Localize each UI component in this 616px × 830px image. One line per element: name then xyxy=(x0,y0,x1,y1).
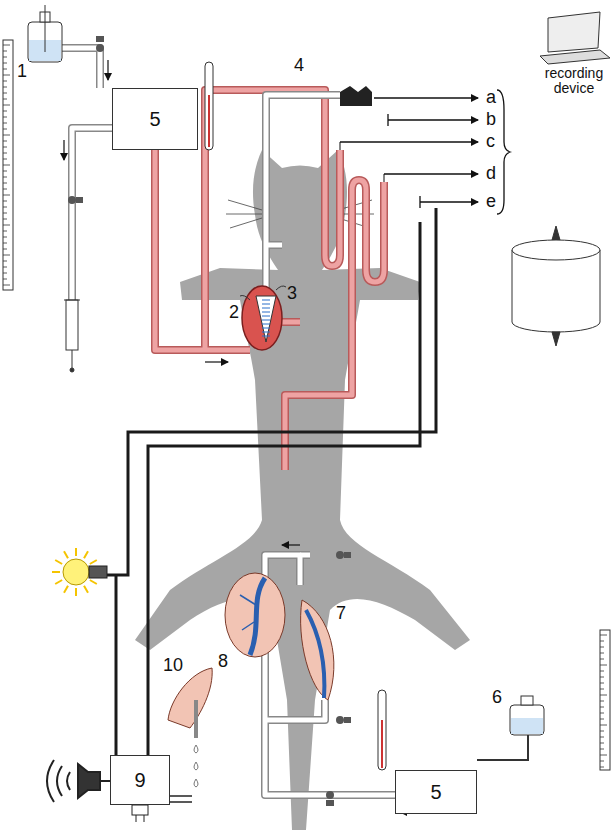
callout-number: 3 xyxy=(287,284,297,304)
reservoir-bottle xyxy=(477,630,610,770)
cat-silhouette xyxy=(135,150,470,830)
apparatus-box: 5 xyxy=(112,88,198,150)
callout-number: 4 xyxy=(294,56,304,76)
thermometer xyxy=(205,62,213,150)
syringe xyxy=(64,300,80,372)
laptop-icon xyxy=(540,12,610,64)
callout-number: 1 xyxy=(17,62,27,82)
callout-number: 6 xyxy=(492,688,502,708)
valve xyxy=(68,36,351,806)
callout-number: b xyxy=(486,110,496,130)
speaker xyxy=(47,760,110,802)
drop-sensor xyxy=(170,796,192,802)
callout-number: 8 xyxy=(218,652,228,672)
reservoir-bottle xyxy=(3,5,62,290)
callout-number: 2 xyxy=(229,303,239,323)
lamp xyxy=(52,548,107,596)
muscle-7 xyxy=(301,600,334,700)
perfusion-tubes xyxy=(62,48,395,795)
callout-number: d xyxy=(486,164,496,184)
kidney-8 xyxy=(225,573,285,657)
bellows xyxy=(340,86,372,106)
flow-arrow xyxy=(63,140,64,160)
apparatus-box: 5 xyxy=(395,770,477,814)
electric-wires xyxy=(104,208,436,755)
thermometer xyxy=(378,690,386,770)
flow-arrow xyxy=(282,544,300,545)
callout-number: e xyxy=(486,192,496,212)
callout-number: 5 xyxy=(149,108,160,130)
callout-number: 7 xyxy=(336,604,346,624)
flow-arrow xyxy=(205,361,228,362)
flow-arrow xyxy=(107,60,108,80)
callout-number: 10 xyxy=(163,656,183,676)
kymograph-drum xyxy=(512,226,600,346)
callout-number: a xyxy=(486,88,496,108)
apparatus-box: 9 xyxy=(110,755,170,805)
muscle-10 xyxy=(168,668,212,738)
callout-number: 9 xyxy=(134,769,145,791)
callout-number: c xyxy=(486,132,495,152)
callout-number: 5 xyxy=(430,781,441,803)
signal-lines xyxy=(340,90,510,214)
device-label: recording device xyxy=(536,66,612,97)
heart xyxy=(240,286,286,350)
